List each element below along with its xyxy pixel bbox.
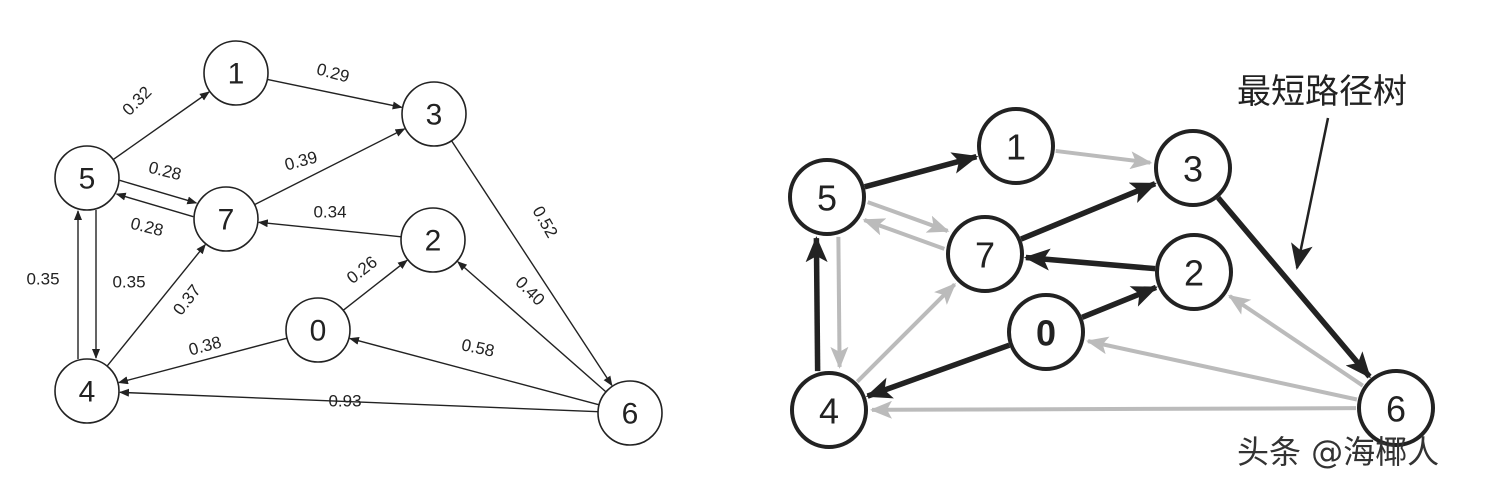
right-non-tree-edges [830,148,1364,419]
right-gray-edge-1-to-3 [1055,148,1153,170]
right-node-label: 0 [1036,313,1056,354]
left-edge-6-to-4 [118,388,599,413]
left-edge-6-to-2 [457,261,607,393]
left-edge-5-to-7 [119,179,198,205]
left-edge-2-to-7 [257,219,402,238]
edge-weight-label: 0.52 [528,203,561,241]
right-gray-edge-7-to-5 [862,218,945,251]
right-node-label: 3 [1183,149,1203,190]
left-node-3 [401,81,467,147]
left-node-label: 3 [426,99,443,132]
right-node-label: 5 [817,178,837,219]
right-gray-edge-6-to-0 [1086,336,1358,402]
right-tree-edge-0-to-2 [1081,284,1158,320]
right-node-0 [1007,293,1085,371]
left-node-6 [597,380,663,446]
right-node-label: 4 [819,391,839,432]
right-nodes: 0 1 2 3 4 5 6 7 [788,107,1435,449]
right-gray-edge-6-to-4 [869,400,1357,419]
right-gray-edge-4-to-7 [855,282,957,384]
left-edge-weighted-digraph: 0.32 0.29 0.28 0.28 0.39 0.34 0.52 0.35 0.35 0.37… [26,40,663,446]
edge-weight-label: 0.93 [328,392,361,411]
edge-weight-label: 0.28 [147,158,184,184]
left-edge-7-to-5 [115,192,194,218]
edge-weight-label: 0.29 [315,60,352,87]
edge-weight-label: 0.38 [187,333,224,360]
left-edge-4-to-7 [106,243,206,367]
left-node-4 [54,358,120,424]
right-node-7 [946,215,1024,293]
annotation-label: 最短路径树 [1237,72,1407,112]
right-node-label: 6 [1386,389,1406,430]
left-edge-0-to-4 [117,337,288,385]
left-node-7 [193,186,259,252]
left-node-label: 1 [228,58,245,91]
left-node-label: 0 [310,315,327,348]
annotation: 最短路径树 [1237,72,1407,270]
right-tree-edge-2-to-7 [1023,248,1156,272]
left-node-label: 5 [79,163,96,196]
right-gray-edge-6-to-2 [1228,294,1364,388]
right-tree-edge-3-to-6 [1216,196,1372,379]
right-gray-edge-5-to-4 [830,236,849,369]
edge-weight-label: 0.37 [169,281,204,319]
edge-weight-label: 0.58 [460,335,496,360]
left-node-label: 2 [425,225,442,258]
left-node-5 [54,145,120,211]
right-node-4 [790,371,868,449]
right-node-label: 1 [1006,127,1026,168]
right-gray-edge-5-to-7 [867,200,950,233]
right-tree-edges [805,152,1372,399]
left-edge-6-to-0 [348,336,600,406]
right-tree-edge-0-to-4 [865,342,1011,399]
left-node-1 [203,40,269,106]
edge-weight-label: 0.35 [112,273,145,292]
left-node-label: 7 [218,204,235,237]
left-node-label: 4 [79,376,96,409]
right-node-5 [788,158,866,236]
right-node-2 [1155,233,1233,311]
edge-weight-label: 0.34 [313,203,346,222]
right-node-label: 2 [1184,253,1204,294]
left-nodes: 0 1 2 3 4 5 6 7 [54,40,663,446]
right-node-3 [1154,129,1232,207]
left-node-label: 6 [622,398,639,431]
watermark: 头条 @海椰人 [1237,433,1439,471]
edge-weight-label: 0.28 [129,214,166,240]
right-node-label: 7 [975,235,995,276]
right-shortest-path-tree-graph: 0 1 2 3 4 5 6 7 [788,107,1435,449]
annotation-pointer-arrow [1291,117,1330,270]
left-edge-1-to-3 [267,78,403,110]
left-edge-3-to-6 [450,140,613,387]
left-edge-0-to-2 [342,259,408,311]
edge-weight-label: 0.40 [512,273,549,310]
right-node-6 [1357,369,1435,447]
left-edge-5-to-1 [112,91,210,161]
right-tree-edge-7-to-3 [1019,181,1157,242]
left-node-2 [400,207,466,273]
right-node-1 [977,107,1055,185]
right-tree-edge-5-to-1 [863,152,979,190]
left-edge-7-to-3 [254,128,406,206]
right-tree-edge-4-to-5 [805,236,828,372]
edge-weight-label: 0.26 [343,252,381,287]
edge-weight-label: 0.32 [119,83,156,120]
edge-weight-label: 0.39 [283,148,320,175]
left-node-0 [285,297,351,363]
edge-weight-label: 0.35 [26,270,59,289]
